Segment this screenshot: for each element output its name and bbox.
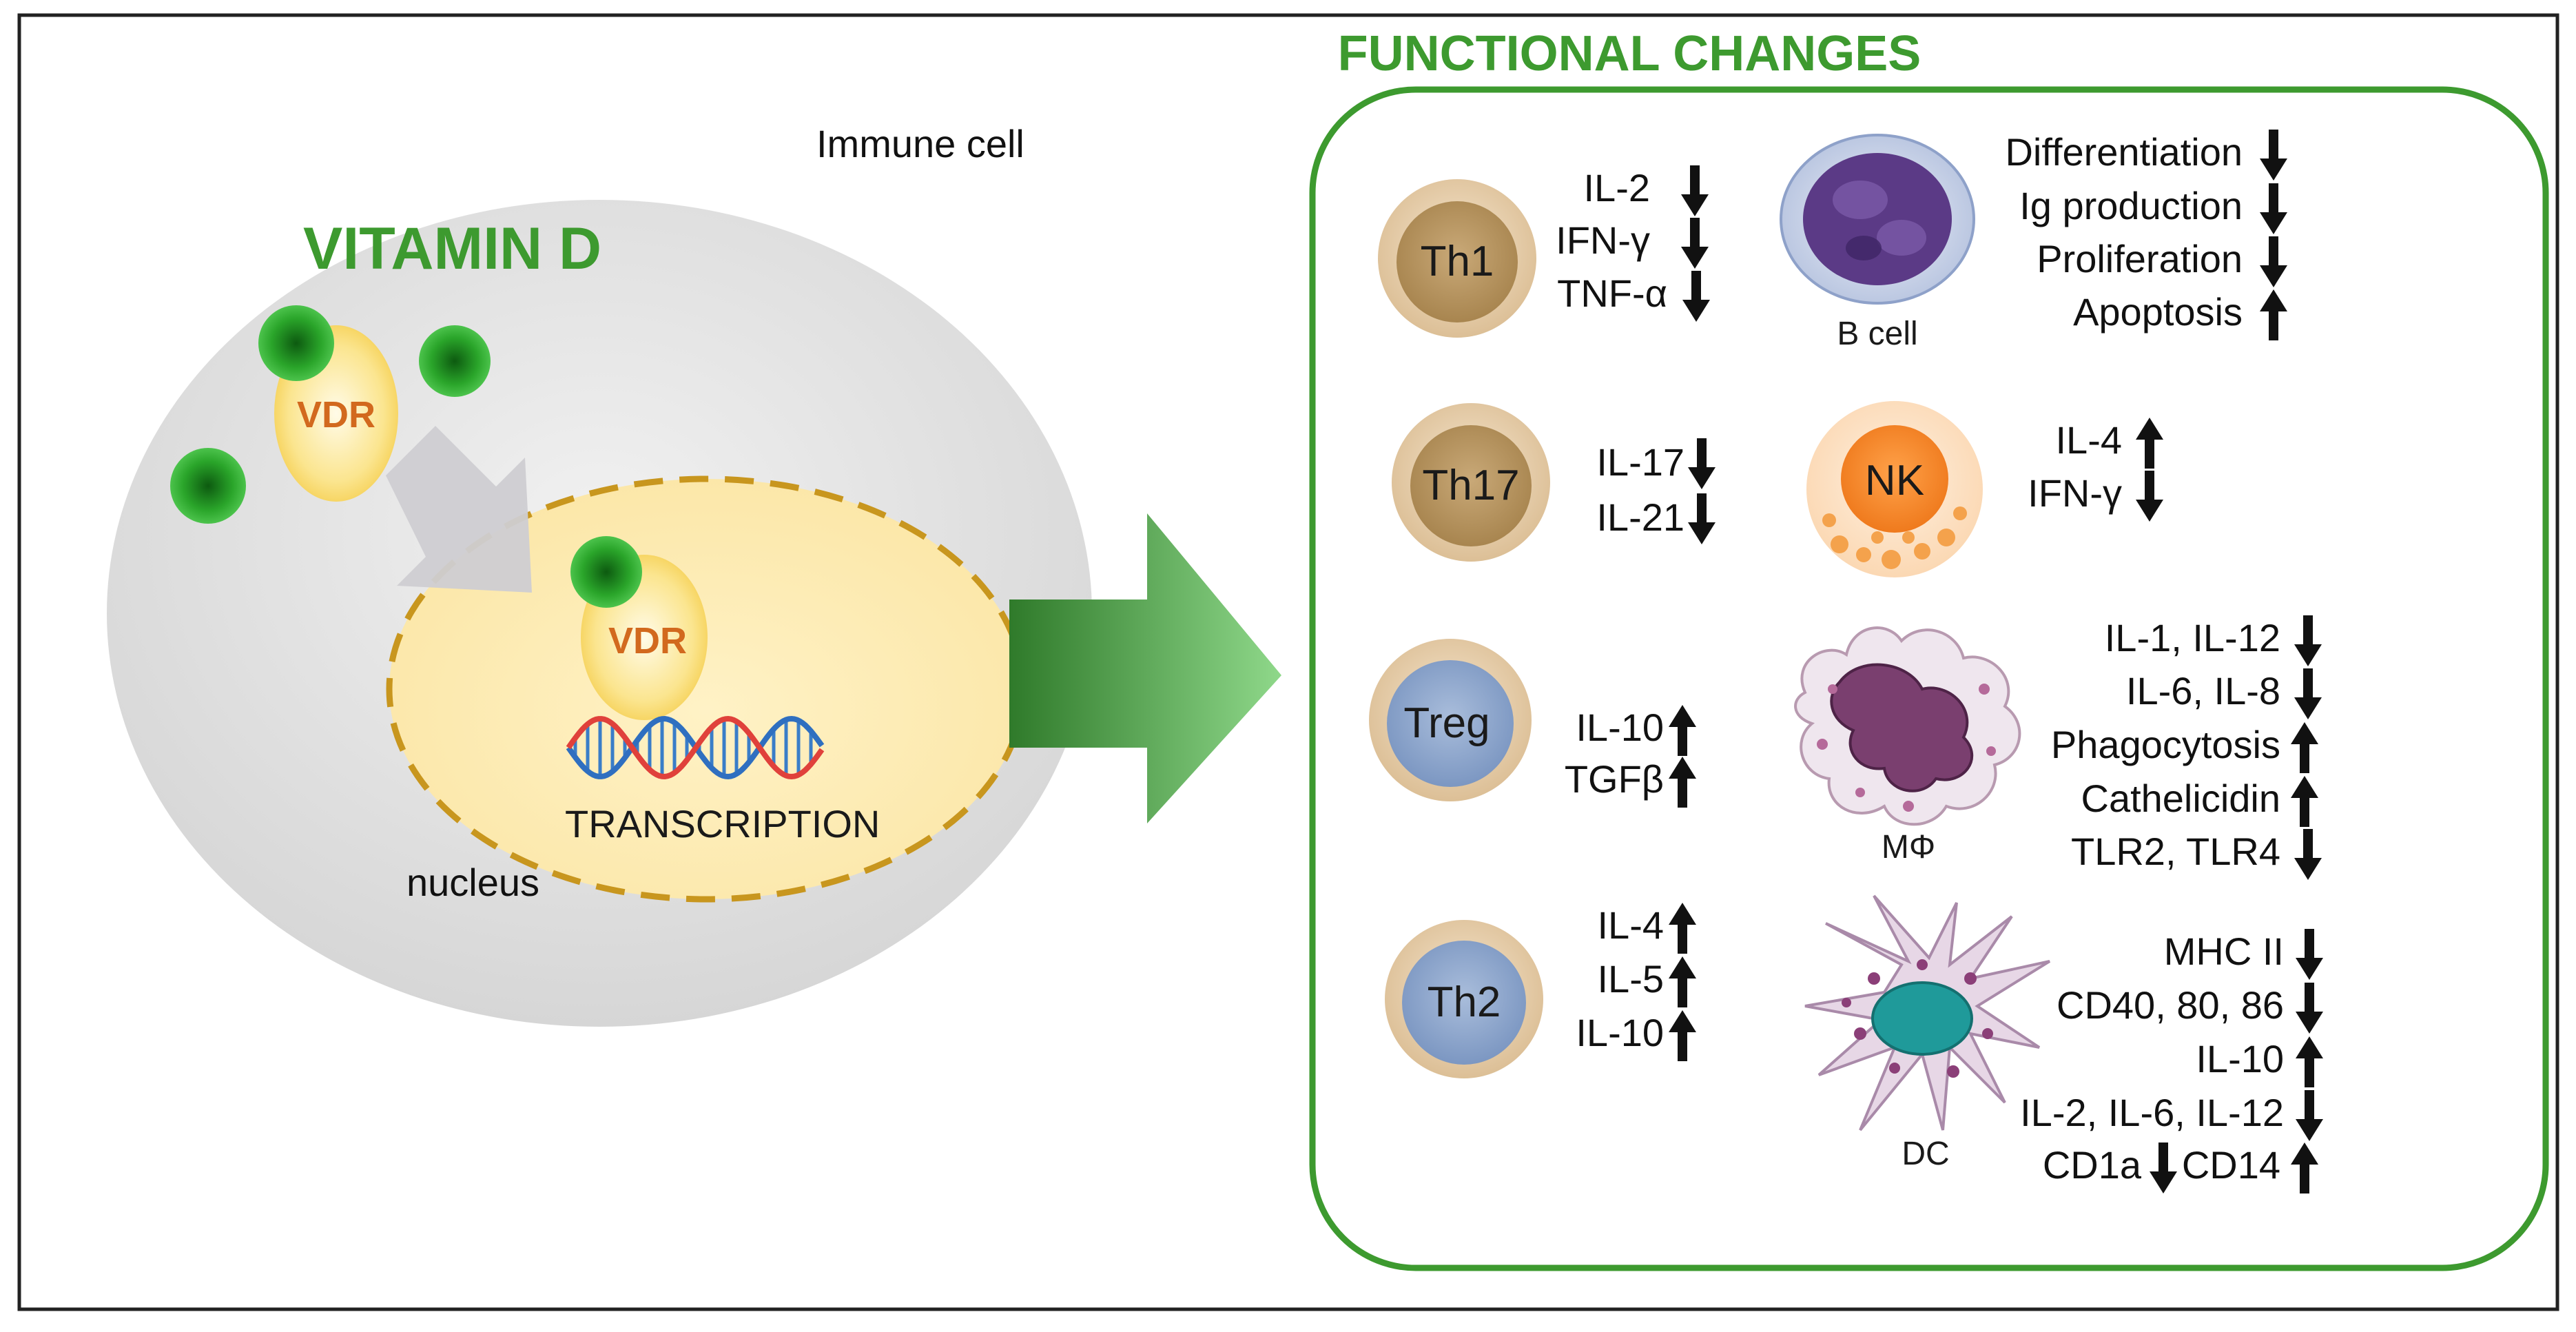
effect-label: TGFβ xyxy=(1565,757,1664,801)
effect-label: IL-5 xyxy=(1598,957,1665,1001)
functional-changes-title: FUNCTIONAL CHANGES xyxy=(1338,26,1921,81)
cell-label-th2: Th2 xyxy=(1428,978,1501,1026)
dendritic-granules-icon xyxy=(1842,959,1993,1078)
cell-label-dc: DC xyxy=(1902,1136,1949,1172)
cell-nk: NK IL-4 IFN-γ xyxy=(1806,401,2163,577)
effect-label: IL-21 xyxy=(1596,495,1684,539)
effect-label: Proliferation xyxy=(2037,237,2243,280)
cell-label-treg: Treg xyxy=(1403,699,1490,747)
effect-label: IL-2, IL-6, IL-12 xyxy=(2020,1091,2284,1134)
effect-label: MHC II xyxy=(2164,930,2284,973)
vitamin-d-title: VITAMIN D xyxy=(303,216,601,282)
cell-macrophage: MΦ IL-1, IL-12 IL-6, IL-8 Phagocytosis C… xyxy=(1794,615,2322,880)
cell-th1: Th1 IL-2 IFN-γ TNF-α xyxy=(1378,165,1710,338)
cell-treg: Treg IL-10 TGFβ xyxy=(1369,639,1696,808)
vitamin-d-molecule xyxy=(570,536,642,608)
cell-dendritic: DC MHC II CD40, 80, 86 IL-10 IL-2, IL-6,… xyxy=(1804,894,2323,1193)
effect-label: IL-4 xyxy=(1598,903,1665,947)
functional-changes-panel: FUNCTIONAL CHANGES Th1 IL-2 IFN-γ TNF-α … xyxy=(1309,26,2549,1271)
nk-granules-icon xyxy=(1822,506,1967,569)
immune-cell-panel: Immune cell VITAMIN D nucleus VDR VDR TR… xyxy=(107,122,1281,1027)
vdr-label-outer: VDR xyxy=(297,394,375,436)
cell-label-b-cell: B cell xyxy=(1837,316,1917,352)
cell-label-macrophage: MΦ xyxy=(1882,829,1935,865)
effect-label: Ig production xyxy=(2019,184,2243,227)
vitamin-d-molecule xyxy=(419,325,491,397)
effect-label: CD40, 80, 86 xyxy=(2057,983,2284,1027)
effect-label: IL-17 xyxy=(1596,440,1684,484)
macrophage-granules-icon xyxy=(1817,684,1996,812)
figure-frame xyxy=(17,13,2559,1311)
vitamin-d-molecule xyxy=(170,448,246,524)
b-cell-nucleus-icon xyxy=(1803,153,1952,285)
effect-label: Differentiation xyxy=(2005,130,2243,174)
immune-cell-label: Immune cell xyxy=(816,122,1024,165)
nucleus-label: nucleus xyxy=(406,861,539,904)
dendritic-nucleus-icon xyxy=(1871,981,1973,1056)
cell-label-nk: NK xyxy=(1865,457,1924,504)
effect-label: Apoptosis xyxy=(2073,290,2243,334)
effect-label: TLR2, TLR4 xyxy=(2071,830,2280,873)
effect-label: IL-6, IL-8 xyxy=(2126,669,2280,713)
effect-label: IL-10 xyxy=(1576,706,1664,749)
effect-label: Cathelicidin xyxy=(2081,777,2281,820)
cell-label-th1: Th1 xyxy=(1421,238,1494,285)
nk-nucleus-icon xyxy=(1841,425,1948,533)
effect-label: CD14 xyxy=(2182,1143,2280,1187)
effect-label: IL-1, IL-12 xyxy=(2105,616,2280,659)
effect-label: IL-10 xyxy=(2196,1037,2284,1080)
effect-label: CD1a xyxy=(2043,1143,2142,1187)
effect-label: IL-4 xyxy=(2056,418,2123,462)
result-arrow xyxy=(1009,513,1281,823)
effect-label: IL-2 xyxy=(1584,166,1651,209)
th2-nucleus-icon xyxy=(1402,941,1526,1065)
macrophage-nucleus-icon xyxy=(1830,663,1974,792)
effect-label: IL-10 xyxy=(1576,1011,1664,1054)
cell-label-th17: Th17 xyxy=(1422,462,1519,509)
effect-label: IFN-γ xyxy=(2028,471,2122,515)
cell-th17: Th17 IL-17 IL-21 xyxy=(1392,403,1715,562)
treg-nucleus-icon xyxy=(1387,660,1514,787)
cell-th2: Th2 IL-4 IL-5 IL-10 xyxy=(1385,903,1696,1078)
th1-nucleus-icon xyxy=(1397,201,1518,322)
effect-label: TNF-α xyxy=(1557,271,1667,315)
effect-label: Phagocytosis xyxy=(2051,723,2280,766)
transcription-label: TRANSCRIPTION xyxy=(565,802,880,846)
cell-b-cell: B cell Differentiation Ig production Pro… xyxy=(1780,130,2287,352)
vdr-label-inner: VDR xyxy=(608,620,687,662)
vitamin-d-molecule xyxy=(258,305,334,381)
translocation-arrow xyxy=(386,426,532,593)
th17-nucleus-icon xyxy=(1410,425,1532,546)
dna-helix-icon xyxy=(566,715,825,780)
effect-label: IFN-γ xyxy=(1556,218,1650,262)
